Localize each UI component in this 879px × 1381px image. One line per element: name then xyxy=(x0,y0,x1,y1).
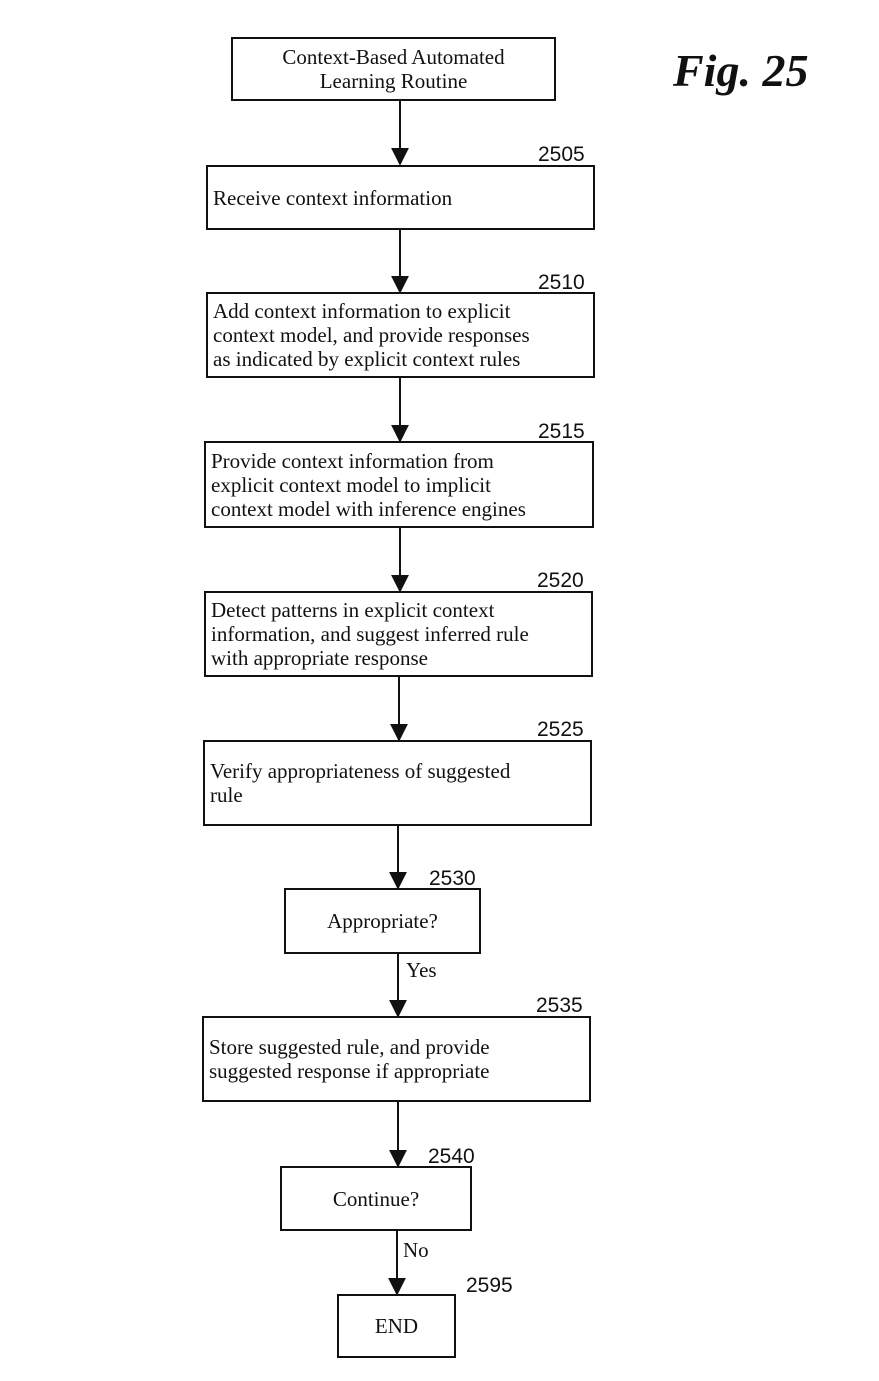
end-text: END xyxy=(374,1314,419,1338)
figure-label: Fig. 25 xyxy=(673,45,809,96)
start-line-2: Learning Routine xyxy=(319,69,468,93)
ref-2515: 2515 xyxy=(538,420,585,443)
decision-2530-text: Appropriate? xyxy=(327,909,438,933)
step-2535-line-1: Store suggested rule, and provide xyxy=(209,1035,490,1059)
ref-2505: 2505 xyxy=(538,143,585,166)
step-receive-context-box: Receive context information xyxy=(206,165,595,230)
ref-2535: 2535 xyxy=(536,994,583,1017)
edge-label-yes: Yes xyxy=(406,958,437,982)
ref-2530: 2530 xyxy=(429,867,476,890)
step-2535-line-2: suggested response if appropriate xyxy=(209,1059,490,1083)
step-2510-line-2: context model, and provide responses xyxy=(213,323,530,347)
step-2515-line-1: Provide context information from xyxy=(211,448,494,473)
step-2520-line-3: with appropriate response xyxy=(211,646,428,670)
step-2520-line-1: Detect patterns in explicit context xyxy=(211,598,495,622)
ref-2525: 2525 xyxy=(537,718,584,741)
decision-appropriate-box: Appropriate? xyxy=(284,888,481,954)
step-verify-box: Verify appropriateness of suggested rule xyxy=(203,740,592,826)
step-2520-line-2: information, and suggest inferred rule xyxy=(211,622,529,646)
end-box: END xyxy=(337,1294,456,1358)
edge-label-no: No xyxy=(403,1238,429,1262)
step-2525-line-1: Verify appropriateness of suggested xyxy=(210,759,511,783)
ref-2510: 2510 xyxy=(538,271,585,294)
decision-continue-box: Continue? xyxy=(280,1166,472,1231)
start-box: Context-Based Automated Learning Routine xyxy=(231,37,556,101)
step-add-context-box: Add context information to explicit cont… xyxy=(206,292,595,378)
ref-2540: 2540 xyxy=(428,1145,475,1168)
step-2515-line-3: context model with inference engines xyxy=(211,496,526,521)
step-2525-line-2: rule xyxy=(210,783,243,807)
decision-2540-text: Continue? xyxy=(332,1186,420,1211)
step-2510-line-1: Add context information to explicit xyxy=(213,299,511,323)
step-2515-line-2: explicit context model to implicit xyxy=(211,472,491,497)
ref-2595: 2595 xyxy=(466,1274,513,1297)
ref-2520: 2520 xyxy=(537,569,584,592)
start-line-1: Context-Based Automated xyxy=(282,45,505,69)
step-provide-context-box: Provide context information from explici… xyxy=(204,441,594,528)
step-store-rule-box: Store suggested rule, and provide sugges… xyxy=(202,1016,591,1102)
step-2505-line-1: Receive context information xyxy=(213,185,453,210)
step-2510-line-3: as indicated by explicit context rules xyxy=(213,347,521,371)
step-detect-patterns-box: Detect patterns in explicit context info… xyxy=(204,591,593,677)
